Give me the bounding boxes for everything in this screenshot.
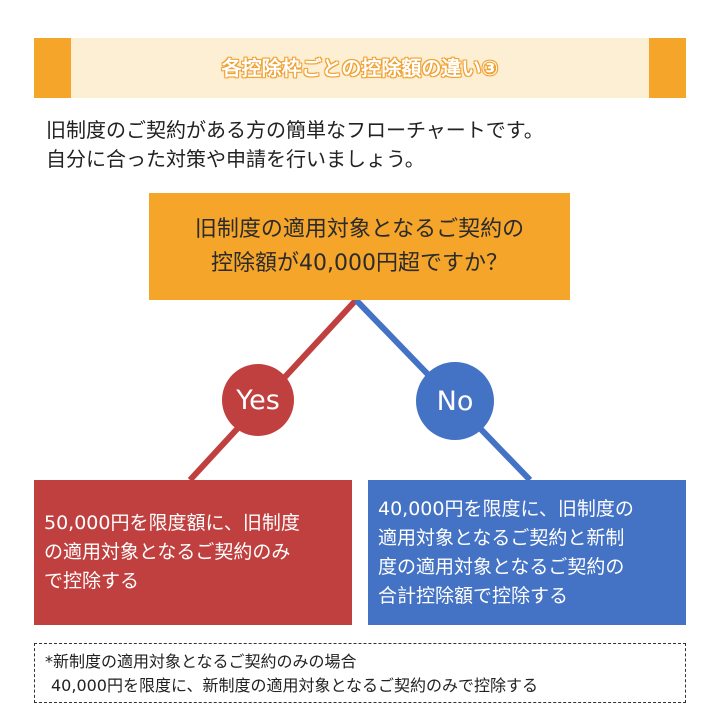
yes-result-box: 50,000円を限度額に、旧制度 の適用対象となるご契約のみ で控除する (34, 480, 352, 625)
no-result-line: 合計控除額で控除する (378, 584, 569, 607)
yes-circle: Yes (222, 364, 294, 436)
note-box: *新制度の適用対象となるご契約のみの場合 40,000円を限度に、新制度の適用対… (34, 643, 686, 703)
question-box: 旧制度の適用対象となるご契約の 控除額が40,000円超ですか？ (149, 193, 570, 300)
no-circle: No (416, 362, 494, 440)
intro-line: 旧制度のご契約がある方の簡単なフローチャートです。 (46, 118, 544, 142)
yes-result-line: の適用対象となるご契約のみ (44, 541, 291, 563)
note-line: *新制度の適用対象となるご契約のみの場合 (45, 652, 357, 671)
header-title: 各控除枠ごとの控除額の違い③ (221, 56, 499, 80)
no-result-box: 40,000円を限度に、旧制度の 適用対象となるご契約と新制 度の適用対象となる… (368, 480, 686, 625)
intro-line: 自分に合った対策や申請を行いましょう。 (46, 147, 425, 171)
section-header: 各控除枠ごとの控除額の違い③ (34, 38, 686, 98)
no-result-line: 40,000円を限度に、旧制度の (378, 497, 634, 520)
header-accent-right (649, 38, 686, 98)
question-line: 控除額が40,000円超ですか？ (211, 250, 508, 276)
header-accent-left (34, 38, 71, 98)
intro-text: 旧制度のご契約がある方の簡単なフローチャートです。 自分に合った対策や申請を行い… (46, 116, 544, 174)
question-line: 旧制度の適用対象となるご契約の (194, 216, 525, 242)
no-result-line: 適用対象となるご契約と新制 (378, 526, 625, 549)
yes-result-line: 50,000円を限度額に、旧制度 (44, 512, 300, 534)
yes-result-line: で控除する (44, 570, 140, 592)
note-line: 40,000円を限度に、新制度の適用対象となるご契約のみで控除する (51, 676, 539, 695)
no-result-line: 度の適用対象となるご契約の (378, 555, 625, 578)
